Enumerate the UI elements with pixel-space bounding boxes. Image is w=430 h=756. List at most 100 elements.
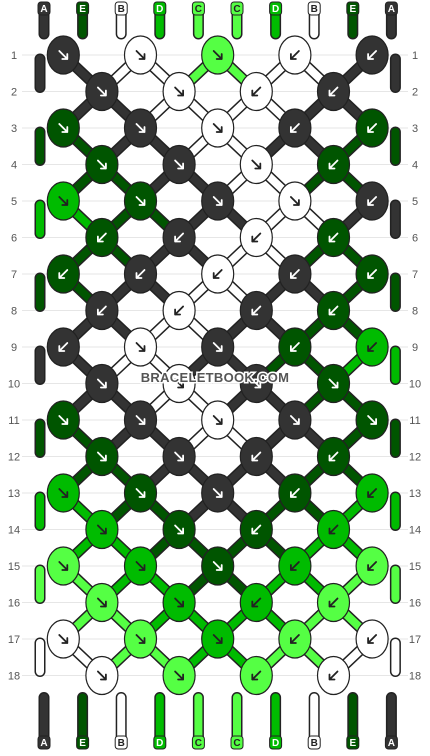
arrow-down-right-icon: [58, 634, 69, 644]
knot: [85, 71, 119, 112]
knot: [123, 254, 158, 294]
arrow-down-right-icon: [212, 488, 223, 498]
row-number-right: 5: [412, 196, 418, 208]
arrow-down-right-icon: [212, 123, 223, 133]
knot: [46, 619, 80, 659]
strand-label-bottom-chip: [346, 735, 360, 750]
arrow-down-right-icon: [367, 415, 378, 425]
strand-label-top-chip: [269, 1, 283, 16]
arrow-down-right-icon: [212, 196, 223, 206]
knot: [46, 108, 80, 148]
strand-label-bottom-chip: [230, 735, 244, 750]
arrow-down-left-icon: [328, 159, 339, 170]
knot: [201, 546, 235, 586]
knot: [162, 582, 196, 623]
row-number-left: 3: [11, 123, 17, 135]
strand-label-top: D: [156, 4, 163, 15]
arrow-down-left-icon: [251, 305, 262, 316]
knot: [278, 473, 312, 513]
row-number-right: 12: [409, 452, 421, 464]
strand-label-top-chip: [191, 1, 205, 16]
arrow-down-left-icon: [289, 488, 300, 498]
knot: [85, 290, 119, 331]
knot: [46, 254, 80, 294]
knot: [123, 400, 158, 440]
knot: [85, 655, 119, 696]
arrow-down-right-icon: [251, 159, 262, 170]
row-number-right: 10: [409, 379, 421, 391]
row-number-left: 16: [8, 598, 20, 610]
knot: [278, 327, 312, 367]
arrow-down-right-icon: [212, 342, 223, 352]
knot: [278, 35, 312, 75]
row-number-right: 14: [409, 525, 421, 537]
arrow-down-right-icon: [135, 123, 146, 133]
knot: [355, 254, 389, 294]
arrow-down-left-icon: [289, 50, 300, 60]
arrow-down-right-icon: [135, 415, 146, 425]
row-number-right: 15: [409, 561, 421, 573]
strand-label-bottom: C: [195, 738, 202, 749]
arrow-down-right-icon: [97, 159, 107, 170]
row-number-left: 10: [8, 379, 20, 391]
arrow-down-left-icon: [174, 305, 185, 316]
knots: [46, 35, 389, 696]
arrow-down-left-icon: [289, 634, 300, 644]
knot: [239, 144, 273, 185]
strand-label-bottom: E: [349, 738, 356, 749]
arrow-down-right-icon: [97, 670, 107, 681]
knot: [85, 436, 119, 477]
knot: [162, 509, 196, 550]
strand-label-top: A: [40, 4, 47, 15]
row-number-right: 16: [409, 598, 421, 610]
knot: [239, 71, 273, 112]
knot: [355, 619, 389, 659]
strand-label-top: D: [272, 4, 279, 15]
row-number-right: 17: [409, 634, 421, 646]
knot: [46, 181, 80, 221]
knot: [355, 327, 389, 367]
knot: [316, 144, 351, 185]
strand-label-top: C: [233, 4, 240, 15]
strand-label-bottom: D: [156, 738, 163, 749]
knot: [162, 217, 196, 258]
knot: [355, 35, 389, 75]
knot: [201, 35, 235, 75]
knot: [239, 436, 273, 477]
arrow-down-right-icon: [135, 50, 146, 60]
arrow-down-right-icon: [174, 86, 185, 97]
knot: [46, 35, 80, 75]
arrow-down-left-icon: [251, 597, 262, 608]
arrow-down-left-icon: [289, 123, 300, 133]
knot: [85, 144, 119, 185]
arrow-down-right-icon: [135, 561, 146, 571]
arrow-down-right-icon: [58, 196, 69, 206]
strand-label-top: C: [195, 4, 202, 15]
arrow-down-right-icon: [328, 378, 339, 389]
knot: [278, 108, 312, 148]
row-number-right: 8: [412, 306, 418, 318]
knot: [316, 436, 351, 477]
arrow-down-right-icon: [97, 524, 107, 535]
knot: [85, 582, 119, 623]
arrow-down-right-icon: [135, 634, 146, 644]
arrow-down-left-icon: [289, 561, 300, 571]
knot: [278, 254, 312, 294]
arrow-down-right-icon: [174, 378, 185, 389]
knot: [201, 181, 235, 221]
strand-label-top: B: [311, 4, 318, 15]
arrow-down-left-icon: [367, 342, 378, 352]
arrow-down-right-icon: [212, 50, 223, 60]
strand-label-top: E: [79, 4, 86, 15]
strand-label-top: B: [118, 4, 125, 15]
knot: [162, 655, 196, 696]
strand-label-bottom-chip: [269, 735, 283, 750]
arrow-down-right-icon: [97, 451, 107, 462]
arrow-down-right-icon: [135, 196, 146, 206]
strand-label-bottom-chip: [191, 735, 205, 750]
strand-label-bottom: B: [118, 738, 125, 749]
arrow-down-right-icon: [97, 378, 107, 389]
row-number-left: 1: [11, 50, 17, 62]
knot: [239, 509, 273, 550]
